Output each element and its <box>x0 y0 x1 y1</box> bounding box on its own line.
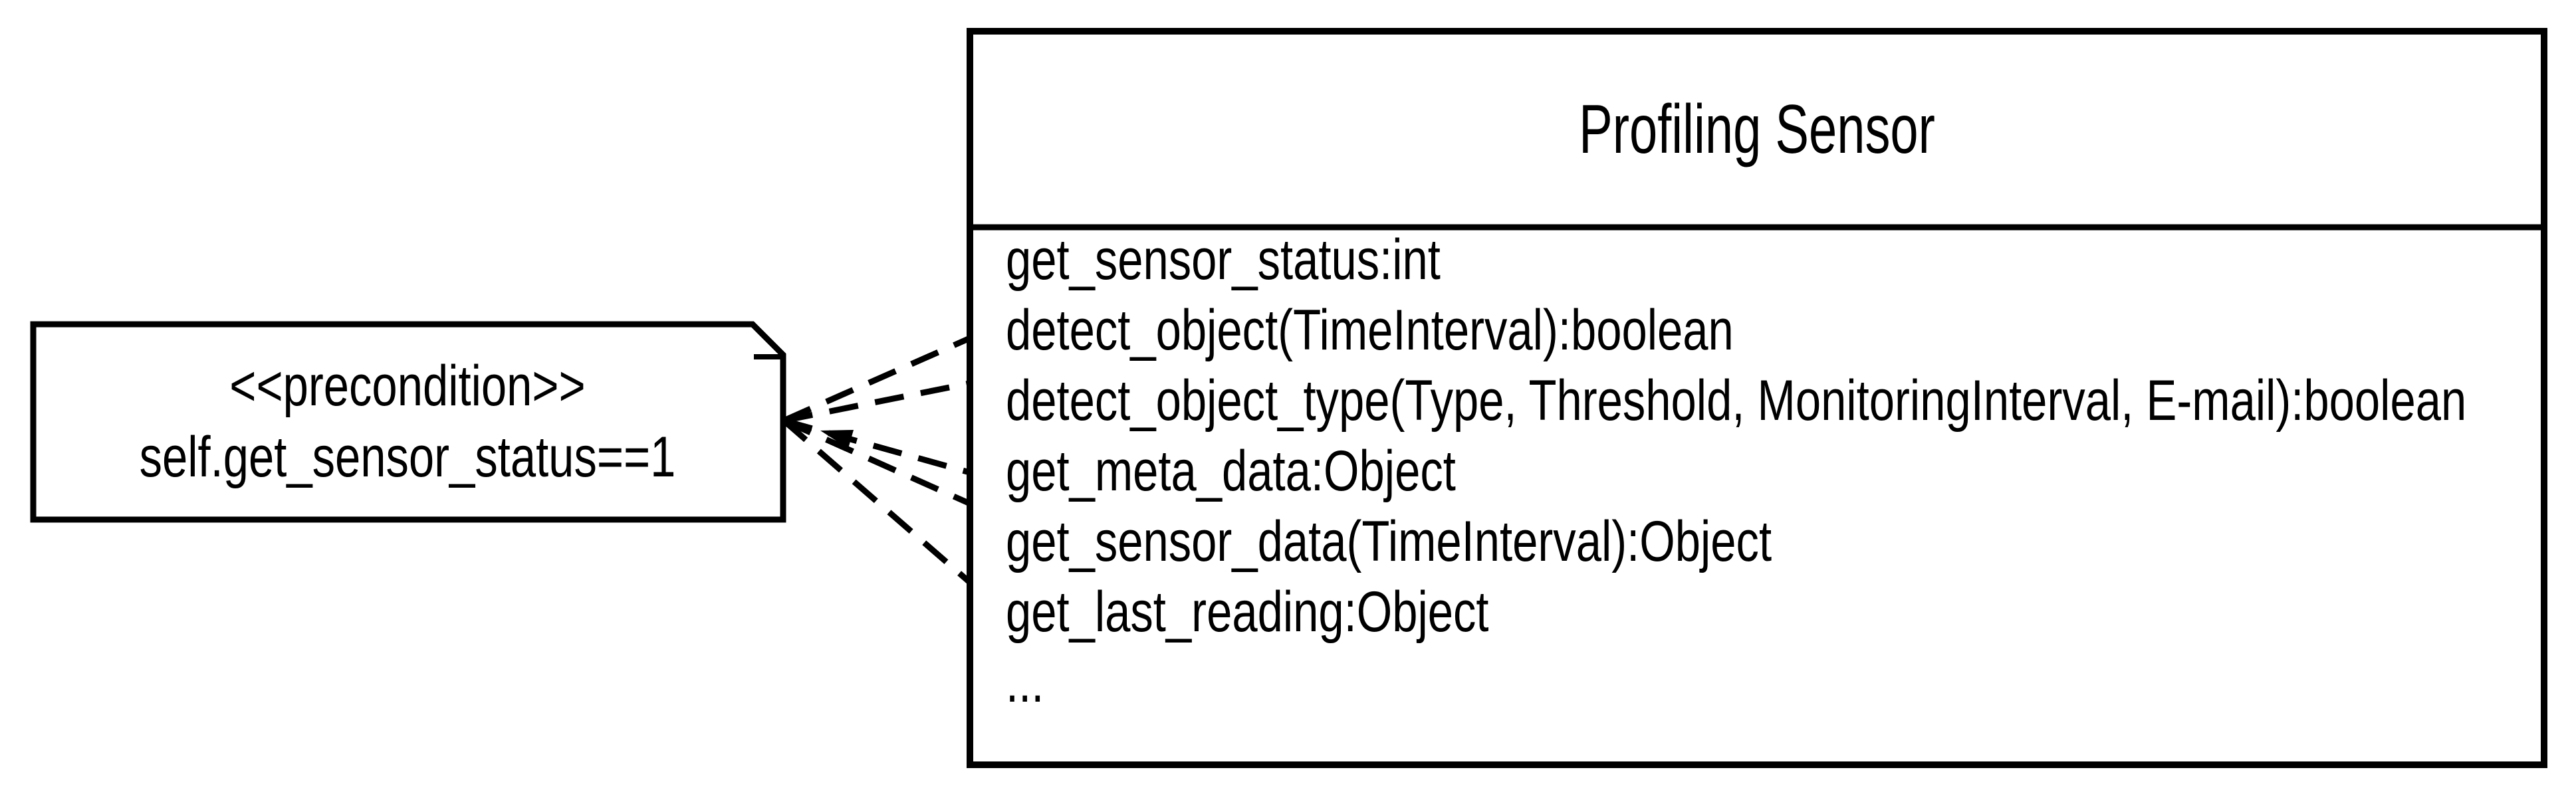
method-item: detect_object(TimeInterval):boolean <box>1006 298 1734 362</box>
method-item: detect_object_type(Type, Threshold, Moni… <box>1006 369 2466 433</box>
note-constraint-text: self.get_sensor_status==1 <box>140 425 676 489</box>
class-box-border <box>967 28 2547 768</box>
note-stereotype-label: <<precondition>> <box>229 354 585 418</box>
uml-class-box: Profiling Sensor get_sensor_status:int d… <box>967 28 2547 768</box>
method-item: get_sensor_status:int <box>1006 228 1441 292</box>
method-item: get_last_reading:Object <box>1006 580 1489 644</box>
anchor-arrowhead-icon <box>820 430 854 449</box>
uml-note: <<precondition>> self.get_sensor_status=… <box>30 321 786 523</box>
method-item: get_sensor_data(TimeInterval):Object <box>1006 510 1772 573</box>
anchor-line-get-meta-data <box>782 417 969 475</box>
method-item: get_meta_data:Object <box>1006 439 1456 503</box>
class-methods-compartment: get_sensor_status:int detect_object(Time… <box>1006 228 2466 714</box>
method-item-ellipsis: ... <box>1006 650 1044 714</box>
note-box <box>30 321 786 523</box>
class-title: Profiling Sensor <box>1579 91 1935 167</box>
